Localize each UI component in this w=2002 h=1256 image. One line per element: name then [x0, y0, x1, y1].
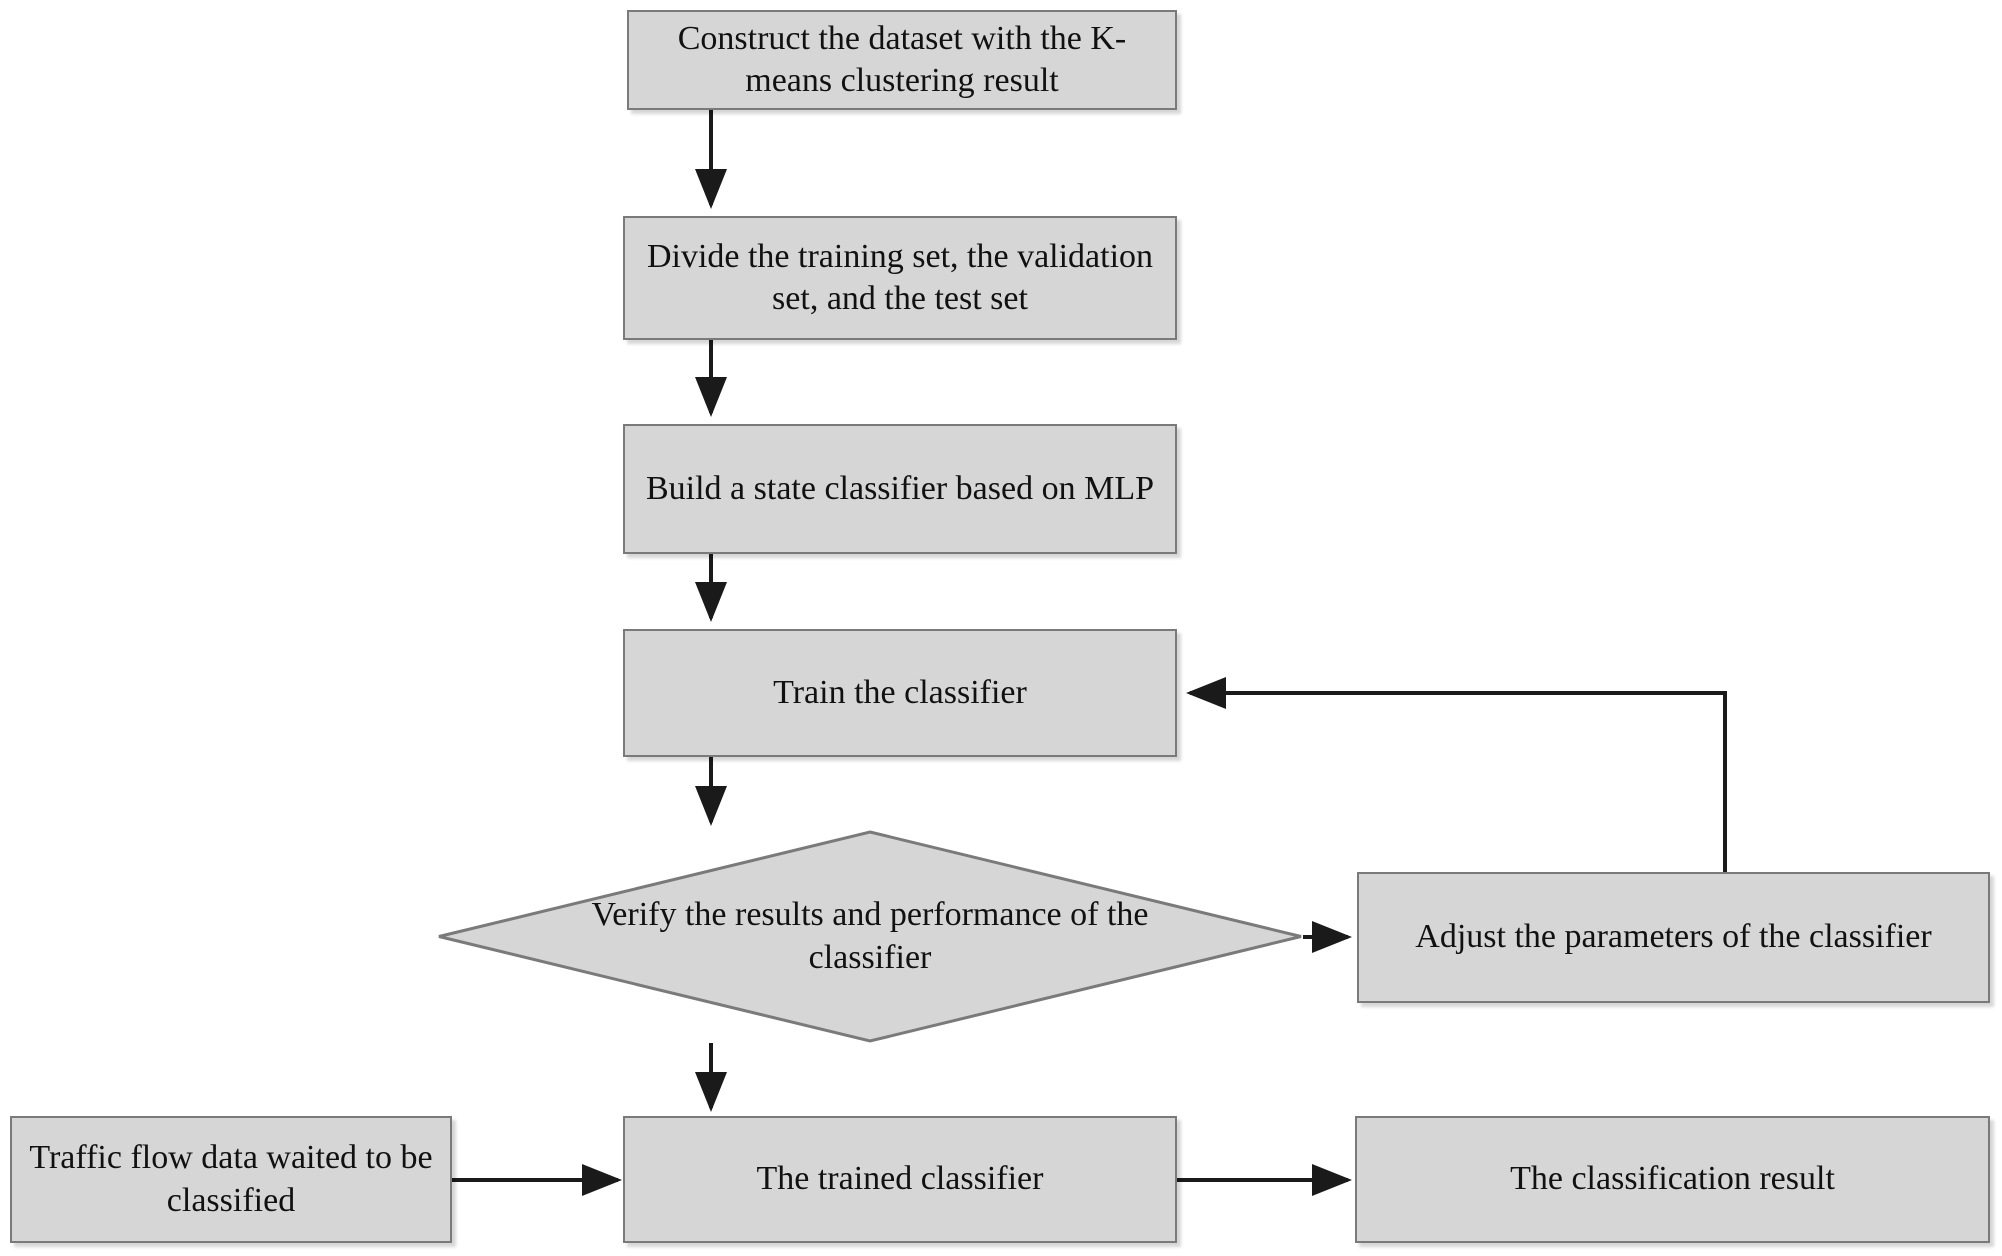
- node-divide-sets-label: Divide the training set, the validation …: [646, 237, 1154, 318]
- node-construct-dataset-label: Construct the dataset with the K-means c…: [677, 19, 1127, 100]
- node-classification-result[interactable]: The classification result: [1355, 1116, 1990, 1243]
- node-verify-results-label: Verify the results and performance of th…: [591, 896, 1149, 976]
- node-build-classifier-label: Build a state classifier based on MLP: [645, 469, 1154, 507]
- node-trained-classifier-label: The trained classifier: [756, 1160, 1044, 1198]
- node-classification-result-label: The classification result: [1510, 1160, 1835, 1198]
- node-train-classifier[interactable]: Train the classifier: [623, 629, 1177, 757]
- node-trained-classifier[interactable]: The trained classifier: [623, 1116, 1177, 1243]
- node-adjust-parameters-label: Adjust the parameters of the classifier: [1415, 918, 1932, 956]
- node-adjust-parameters[interactable]: Adjust the parameters of the classifier: [1357, 872, 1990, 1003]
- node-traffic-flow-data[interactable]: Traffic flow data waited to be classifie…: [10, 1116, 452, 1243]
- node-train-classifier-label: Train the classifier: [773, 673, 1027, 711]
- node-traffic-flow-data-label: Traffic flow data waited to be classifie…: [29, 1139, 433, 1219]
- node-construct-dataset[interactable]: Construct the dataset with the K-means c…: [627, 10, 1177, 110]
- decision-diamond-shape: [438, 830, 1302, 1043]
- node-build-classifier[interactable]: Build a state classifier based on MLP: [623, 424, 1177, 554]
- node-verify-results[interactable]: Verify the results and performance of th…: [437, 830, 1303, 1043]
- node-divide-sets[interactable]: Divide the training set, the validation …: [623, 216, 1177, 340]
